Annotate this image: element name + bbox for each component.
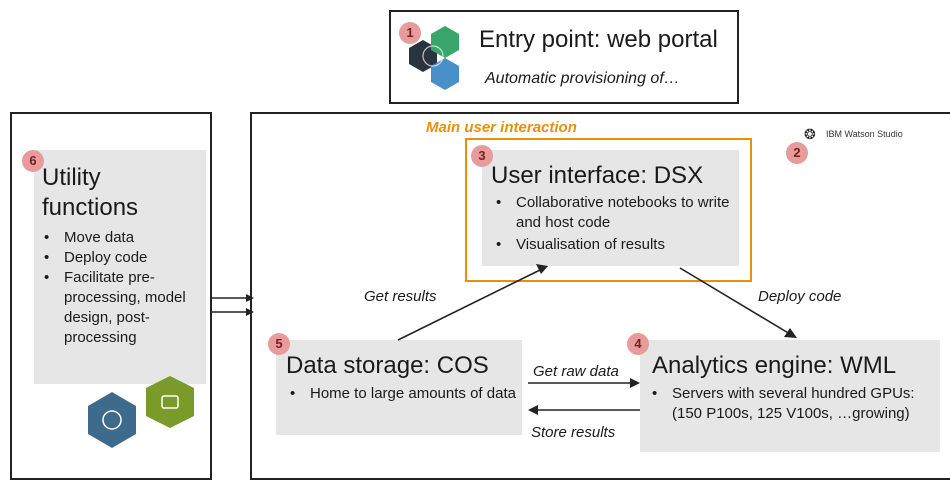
wml-title: Analytics engine: WML (652, 352, 897, 379)
hex-olive (146, 376, 194, 428)
cos-bullet: Home to large amounts of data (284, 384, 516, 404)
hex-steel (88, 392, 136, 448)
hex-blue (431, 58, 459, 90)
utility-bullet: Deploy code (38, 248, 204, 268)
wml-bullets: Servers with several hundred GPUs: (150 … (646, 384, 932, 424)
watson-logo: ❂ IBM Watson Studio (800, 124, 940, 148)
badge-6: 6 (22, 150, 44, 172)
utility-hexagon-icons (88, 376, 194, 448)
get-results-label: Get results (364, 288, 437, 305)
badge-4: 4 (627, 333, 649, 355)
get-results-arrow (397, 269, 541, 341)
get-raw-data-label: Get raw data (533, 363, 619, 380)
watson-logo-text: IBM Watson Studio (826, 129, 903, 139)
badge-1: 1 (399, 22, 421, 44)
deploy-code-arrow (679, 267, 791, 335)
utility-title-line1: Utility (42, 164, 101, 191)
badge-3: 3 (471, 145, 493, 167)
hex-green (431, 26, 459, 58)
dsx-bullet: Visualisation of results (490, 235, 730, 255)
wml-bullet: Servers with several hundred GPUs: (150 … (646, 384, 932, 424)
utility-frame: 6 Utility functions Move data Deploy cod… (10, 112, 212, 480)
cos-title: Data storage: COS (286, 352, 489, 379)
dsx-bullets: Collaborative notebooks to write and hos… (490, 193, 730, 255)
hexagon-cluster-icon (409, 26, 459, 90)
entry-title: Entry point: web portal (479, 26, 718, 53)
entry-point-box: 1 Entry point: web portal Automatic prov… (389, 10, 739, 104)
badge-5: 5 (268, 333, 290, 355)
dsx-highlight-frame (465, 138, 752, 282)
utility-bullets: Move data Deploy code Facilitate pre-pro… (38, 228, 204, 348)
dsx-bullet: Collaborative notebooks to write and hos… (490, 193, 730, 233)
entry-subtitle: Automatic provisioning of… (485, 70, 680, 87)
cos-bullets: Home to large amounts of data (284, 384, 516, 404)
store-results-label: Store results (531, 424, 616, 441)
utility-title-line2: functions (42, 194, 139, 221)
dsx-title: User interface: DSX (491, 162, 704, 189)
utility-bullet: Facilitate pre-processing, model design,… (38, 268, 204, 348)
watson-icon: ❂ (804, 126, 816, 142)
deploy-code-label: Deploy code (758, 288, 842, 305)
main-interaction-label: Main user interaction (426, 119, 577, 136)
badge-2: 2 (786, 142, 808, 164)
utility-bullet: Move data (38, 228, 204, 248)
